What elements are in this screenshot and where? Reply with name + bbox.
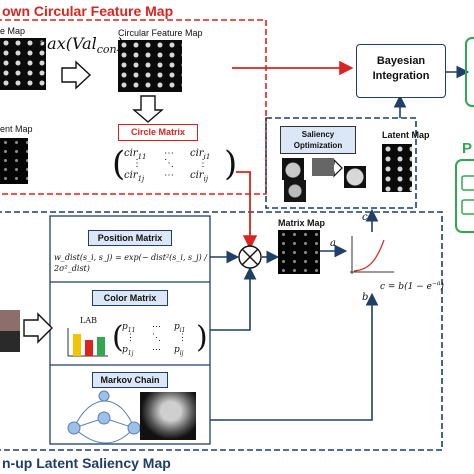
- bottom-region-title: n-up Latent Saliency Map: [2, 455, 171, 471]
- curve-formula: c = b(1 − e−a): [380, 280, 445, 292]
- latent-map-image: [382, 144, 412, 192]
- color-matrix-label: Color Matrix: [103, 293, 157, 303]
- markov-chain-graph: [67, 390, 141, 444]
- matrix-map-label: Matrix Map: [278, 218, 326, 228]
- position-matrix-formula: w_dist(s_i, s_j) = exp(− dist²(s_i, s_j)…: [54, 253, 207, 273]
- saliency-optimization-label: Saliency Optimization: [293, 130, 343, 150]
- left-latent-map-image: [0, 138, 28, 184]
- left-latent-map-label: ent Map: [0, 124, 33, 134]
- circle-matrix-formula: ( ) cir11 ⋯ ciri1 ⋮ ⋱ ⋮ cir1j ⋯ cirij: [112, 144, 238, 184]
- circle-matrix-box: Circle Matrix: [118, 124, 198, 141]
- lab-label: LAB: [80, 316, 97, 325]
- right-green-box-top: [465, 37, 474, 107]
- color-matrix-box: Color Matrix: [92, 290, 168, 306]
- circular-feature-map-label: Circular Feature Map: [118, 28, 203, 38]
- right-panel-letter: P: [462, 140, 473, 157]
- bayesian-label-line1: Bayesian: [376, 55, 426, 67]
- hollow-arrow-left-to-circular: [61, 60, 92, 90]
- hollow-arrow-down-to-matrix: [132, 95, 164, 123]
- position-matrix-box: Position Matrix: [88, 230, 172, 246]
- bayesian-label-line2: Integration: [372, 70, 430, 82]
- saliency-thumb-2: [312, 158, 334, 176]
- markov-photo: [140, 392, 196, 440]
- saliency-thumb-1: [282, 158, 304, 180]
- var-b-label: b: [362, 292, 369, 303]
- red-line-to-otimes: [236, 171, 258, 250]
- circular-feature-map-image: [118, 40, 182, 92]
- markov-chain-box: Markov Chain: [92, 372, 168, 388]
- color-matrix-formula: ( ) p11 ⋯ pi1 ⋮ ⋱ ⋮ p1j ⋯ pij: [112, 320, 208, 357]
- max-formula: max(Valcon): [32, 34, 123, 57]
- circle-matrix-label: Circle Matrix: [130, 127, 186, 137]
- latent-region-border: [265, 117, 417, 209]
- saliency-optimization-box: Saliency Optimization: [280, 126, 356, 154]
- markov-chain-label: Markov Chain: [100, 375, 160, 385]
- bottom-input-image: [0, 310, 20, 352]
- hollow-arrow-input-to-matrices: [23, 312, 53, 344]
- multiply-operator-icon: [238, 245, 262, 269]
- var-c-label: c: [362, 212, 368, 223]
- arrow-markov-to-b: [210, 292, 379, 421]
- bayesian-integration-box: Bayesian Integration: [356, 44, 446, 98]
- left-input-map-image: [0, 38, 46, 90]
- bottom-region-border: [0, 211, 443, 451]
- position-matrix-label: Position Matrix: [97, 233, 163, 243]
- saliency-thumb-3: [344, 166, 366, 188]
- right-green-box-bottom: [455, 159, 474, 233]
- lab-bar-chart: [67, 328, 108, 357]
- saliency-thumb-4: [284, 180, 306, 202]
- top-region-title: own Circular Feature Map: [2, 3, 174, 19]
- matrix-map-image: [278, 230, 320, 274]
- saturation-curve-plot: [350, 236, 394, 274]
- var-a-label: a: [330, 238, 336, 249]
- top-region-border: [0, 19, 267, 195]
- left-map-label: e Map: [0, 26, 26, 36]
- latent-map-label: Latent Map: [382, 130, 430, 140]
- arrow-color-to-otimes: [210, 266, 257, 331]
